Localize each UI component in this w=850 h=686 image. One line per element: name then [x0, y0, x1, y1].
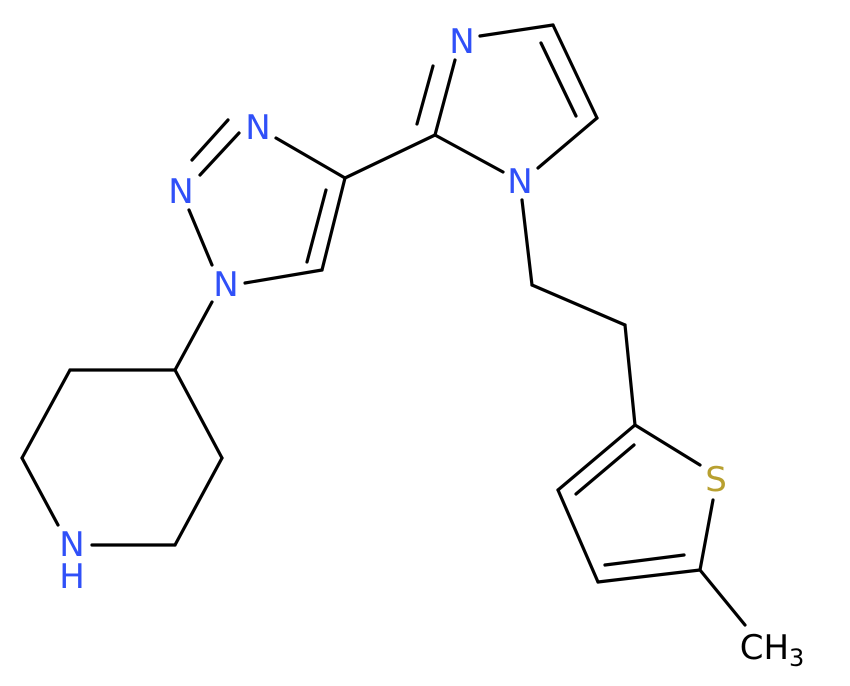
atom-n-triazole-1: N — [213, 265, 238, 305]
methyl-subscript: 3 — [789, 644, 804, 672]
bonds — [20, 23, 747, 627]
atom-n-piperidine: N — [59, 525, 84, 565]
atom-h-piperidine: H — [59, 557, 85, 597]
atom-n-triazole-3: N — [245, 108, 270, 148]
atom-n-imidazole-1: N — [507, 162, 532, 202]
methyl-ch: CH — [740, 628, 789, 668]
atom-n-imidazole-3: N — [449, 22, 474, 62]
atom-labels: N N N N N N H S CH3 — [59, 22, 804, 672]
atom-n-triazole-2: N — [168, 172, 193, 212]
atom-s-thiophene: S — [705, 460, 727, 500]
atom-methyl: CH3 — [740, 628, 805, 672]
